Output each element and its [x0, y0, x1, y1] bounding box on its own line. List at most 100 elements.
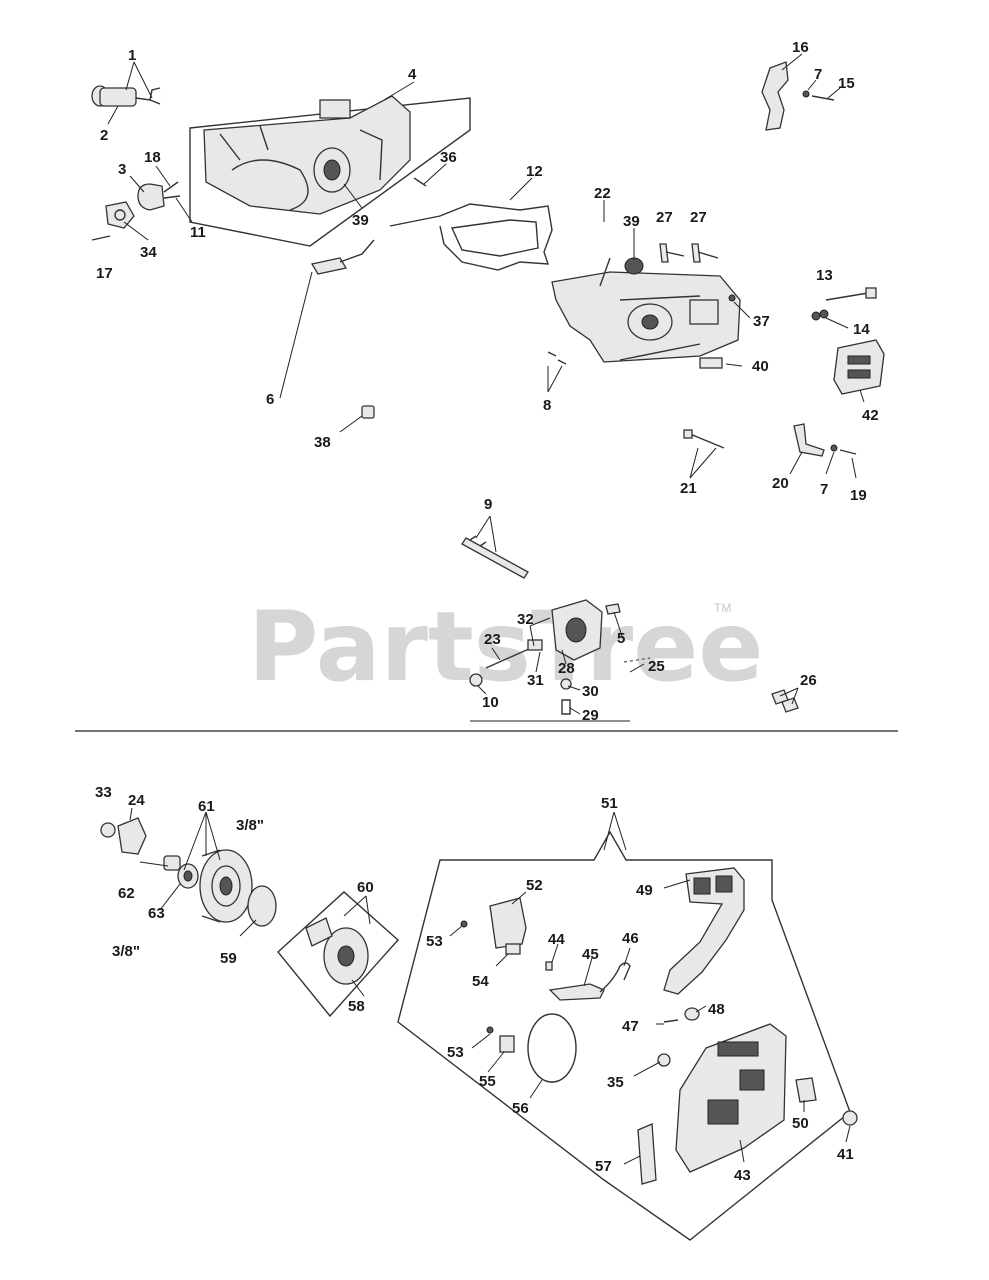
callout-pitch-a: 3/8"	[236, 817, 264, 834]
callout-27a: 27	[656, 209, 673, 226]
cover-bolt-part[interactable]	[795, 1077, 817, 1103]
chain-guide-plate-part[interactable]	[637, 1123, 657, 1185]
screw-part[interactable]	[771, 689, 799, 713]
callout-43: 43	[734, 1167, 751, 1184]
callout-57: 57	[595, 1158, 612, 1175]
callout-21: 21	[680, 480, 697, 497]
callout-31: 31	[527, 672, 544, 689]
nut-part[interactable]	[361, 405, 375, 419]
callout-53a: 53	[426, 933, 443, 950]
callout-8: 8	[543, 397, 551, 414]
pump-screw-part[interactable]	[605, 603, 621, 615]
coil-screw-part[interactable]	[91, 235, 111, 241]
spike-bracket-part[interactable]	[761, 61, 835, 131]
callout-22: 22	[594, 185, 611, 202]
callout-42: 42	[862, 407, 879, 424]
cover-nut-part[interactable]	[657, 1053, 671, 1067]
callout-49: 49	[636, 882, 653, 899]
callout-5: 5	[617, 630, 625, 647]
front-hand-guard-part[interactable]	[663, 867, 745, 995]
callout-58: 58	[348, 998, 365, 1015]
callout-54: 54	[472, 973, 489, 990]
oil-hose-part[interactable]	[461, 535, 529, 579]
clutch-drum-part[interactable]	[199, 849, 253, 923]
crankcase-part[interactable]	[551, 257, 741, 363]
callout-14: 14	[853, 321, 870, 338]
muffler-part[interactable]	[833, 339, 885, 395]
callout-29: 29	[582, 707, 599, 724]
clutch-part[interactable]	[277, 891, 399, 1018]
callout-53b: 53	[447, 1044, 464, 1061]
callout-18: 18	[144, 149, 161, 166]
watermark-text: PartsTree	[248, 591, 763, 703]
callout-23: 23	[484, 631, 501, 648]
callout-28: 28	[558, 660, 575, 677]
brake-bushing-part[interactable]	[684, 1007, 700, 1021]
callout-41: 41	[837, 1146, 854, 1163]
callout-3: 3	[118, 161, 126, 178]
brake-link-part[interactable]	[548, 962, 631, 1001]
callout-63: 63	[148, 905, 165, 922]
retainer-plate-part[interactable]	[699, 357, 723, 369]
callout-12: 12	[526, 163, 543, 180]
callout-46: 46	[622, 930, 639, 947]
callout-19: 19	[850, 487, 867, 504]
muffler-bolt-part[interactable]	[811, 287, 877, 321]
bar-nut-part[interactable]	[842, 1110, 858, 1126]
pump-gasket-part[interactable]	[623, 657, 651, 663]
brake-sleeve-part[interactable]	[663, 1019, 679, 1023]
callout-44: 44	[548, 931, 565, 948]
brake-band-part[interactable]	[527, 1013, 577, 1083]
brake-group-outline	[397, 830, 851, 1241]
pump-spring-part[interactable]	[561, 699, 571, 715]
band-screw-part[interactable]	[486, 1026, 494, 1034]
band-retainer-part[interactable]	[499, 1035, 515, 1053]
housing-gasket-part[interactable]	[389, 203, 553, 271]
callout-25: 25	[648, 658, 665, 675]
callout-56: 56	[512, 1100, 529, 1117]
stud-part[interactable]	[659, 243, 719, 263]
callout-4: 4	[408, 66, 417, 83]
brake-screw-part[interactable]	[460, 920, 468, 928]
brake-lever-part[interactable]	[489, 897, 527, 955]
crankcase-screw-part[interactable]	[547, 351, 567, 365]
clutch-washer-part[interactable]	[247, 885, 277, 927]
engine-housing-part[interactable]	[189, 95, 471, 247]
rim-sprocket-part[interactable]	[177, 863, 199, 889]
sprocket-nut-part[interactable]	[100, 817, 147, 855]
needle-bearing-part[interactable]	[163, 855, 181, 871]
callout-59: 59	[220, 950, 237, 967]
callout-38: 38	[314, 434, 331, 451]
callout-17: 17	[96, 265, 113, 282]
callout-39b: 39	[623, 213, 640, 230]
callout-48: 48	[708, 1001, 725, 1018]
dowel-pin-part[interactable]	[728, 294, 736, 302]
bar-stud-part[interactable]	[683, 429, 725, 449]
pump-washer-part[interactable]	[560, 678, 572, 690]
choke-lever-part[interactable]	[310, 239, 375, 275]
callout-32: 32	[517, 611, 534, 628]
brake-pin-part[interactable]	[545, 961, 553, 971]
callout-39a: 39	[352, 212, 369, 229]
pump-plug-part[interactable]	[469, 673, 483, 687]
callout-24: 24	[128, 792, 145, 809]
callout-62: 62	[118, 885, 135, 902]
watermark-trademark: TM	[714, 601, 731, 615]
callout-7b: 7	[820, 481, 828, 498]
chain-catcher-part[interactable]	[793, 423, 857, 457]
clutch-cover-part[interactable]	[675, 1023, 787, 1173]
callout-20: 20	[772, 475, 789, 492]
pump-shaft-part[interactable]	[485, 639, 543, 669]
callout-16: 16	[792, 39, 809, 56]
oil-pump-part[interactable]	[551, 599, 603, 661]
ignition-coil-part[interactable]	[137, 181, 181, 211]
callout-7a: 7	[814, 66, 822, 83]
callout-50: 50	[792, 1115, 809, 1132]
callout-2: 2	[100, 127, 108, 144]
callout-45: 45	[582, 946, 599, 963]
callout-9: 9	[484, 496, 492, 513]
ignition-switch-part[interactable]	[91, 85, 161, 107]
coil-gasket-part[interactable]	[105, 201, 135, 229]
callout-51: 51	[601, 795, 618, 812]
